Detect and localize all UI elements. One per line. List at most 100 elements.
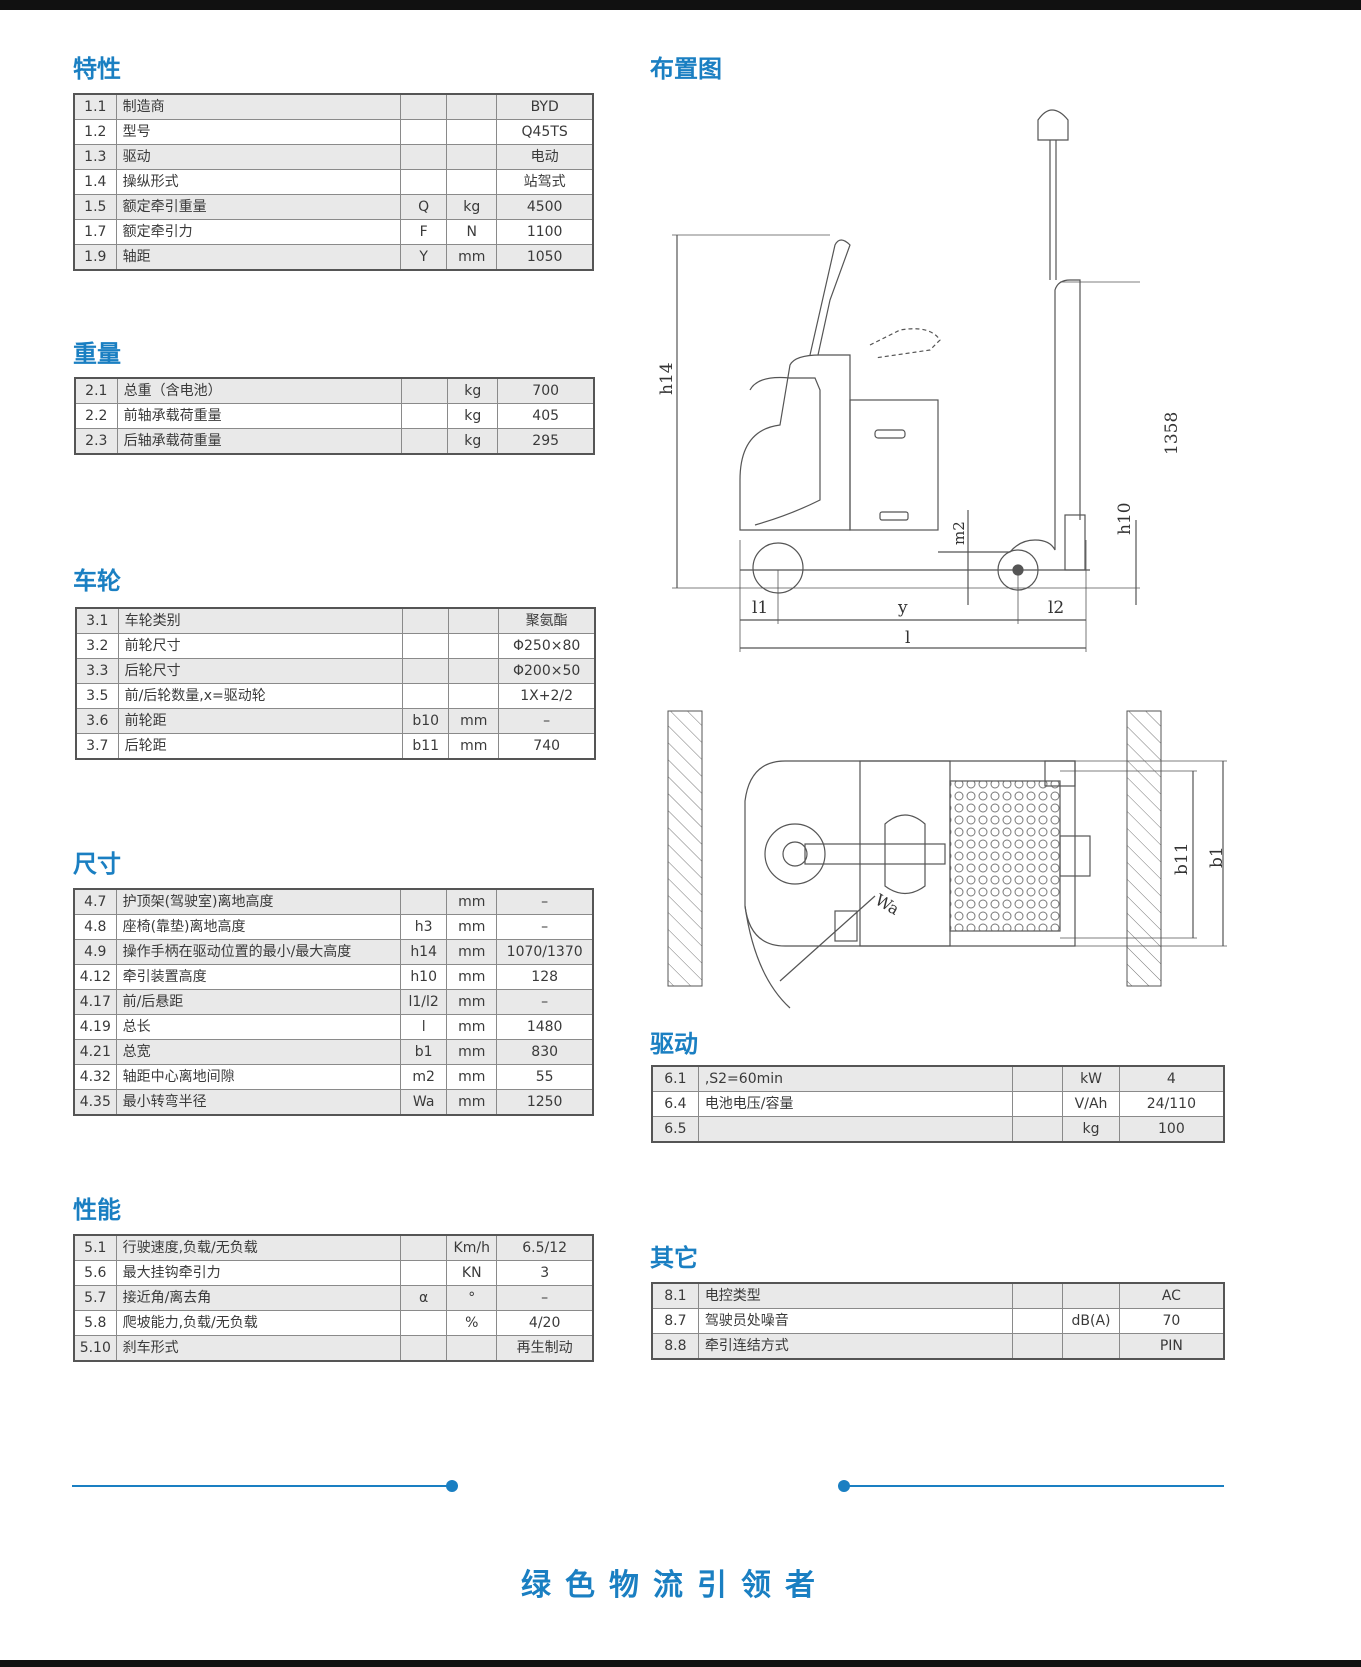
- cell-unit: mm: [446, 939, 498, 965]
- cell-val: 55: [496, 1064, 594, 1090]
- section-title-other: 其它: [650, 1244, 698, 1272]
- cell-val: Φ200×50: [498, 658, 596, 684]
- cell-unit: [446, 119, 498, 145]
- cell-val: 3: [496, 1260, 594, 1286]
- cell-sym: [402, 607, 450, 634]
- section-title-drive: 驱动: [650, 1030, 698, 1058]
- cell-unit: [446, 93, 498, 120]
- cell-val: 70: [1118, 1308, 1225, 1334]
- cell-unit: dB(A): [1062, 1308, 1120, 1334]
- cell-sym: b10: [402, 708, 450, 734]
- cell-val: Q45TS: [496, 119, 594, 145]
- cell-sym: h3: [400, 914, 448, 940]
- cell-sym: [1011, 1091, 1064, 1117]
- cell-val: BYD: [496, 93, 594, 120]
- footer-slogan: 绿色物流引领者: [521, 1568, 829, 1603]
- cell-val: 1480: [496, 1014, 594, 1040]
- label-m2: m2: [950, 521, 968, 545]
- cell-name: 轴距中心离地间隙: [115, 1064, 402, 1090]
- cell-unit: [446, 144, 498, 170]
- cell-val: 1X+2/2: [498, 683, 596, 709]
- cell-no: 4.21: [73, 1039, 117, 1065]
- cell-sym: m2: [400, 1064, 448, 1090]
- cell-name: 前轮尺寸: [117, 633, 404, 659]
- cell-name: 轴距: [115, 244, 402, 271]
- cell-name: 行驶速度,负载/无负载: [115, 1234, 402, 1261]
- cell-sym: [402, 683, 450, 709]
- cell-sym: F: [400, 219, 448, 245]
- cell-val: 295: [497, 428, 595, 455]
- cell-unit: Km/h: [446, 1234, 498, 1261]
- cell-unit: °: [446, 1285, 498, 1311]
- cell-val: 700: [497, 377, 595, 404]
- cell-unit: [1062, 1333, 1120, 1360]
- cell-unit: mm: [446, 914, 498, 940]
- cell-sym: [402, 633, 450, 659]
- footer-line-left: [72, 1485, 450, 1487]
- section-title-wheels: 车轮: [73, 567, 121, 595]
- cell-val: 128: [496, 964, 594, 990]
- cell-val: 830: [496, 1039, 594, 1065]
- cell-sym: [401, 377, 449, 404]
- cell-val: 电动: [496, 144, 594, 170]
- cell-no: 6.4: [651, 1091, 699, 1117]
- cell-sym: b1: [400, 1039, 448, 1065]
- cell-sym: [1011, 1116, 1064, 1143]
- cell-no: 8.8: [651, 1333, 699, 1360]
- cell-name: 护顶架(驾驶室)离地高度: [115, 888, 402, 915]
- cell-name: 爬坡能力,负载/无负载: [115, 1310, 402, 1336]
- cell-sym: [400, 119, 448, 145]
- cell-val: 6.5/12: [496, 1234, 594, 1261]
- cell-sym: [400, 1260, 448, 1286]
- cell-unit: kg: [446, 194, 498, 220]
- top-border: [0, 0, 1361, 10]
- cell-val: 聚氨酯: [498, 607, 596, 634]
- cell-val: 4/20: [496, 1310, 594, 1336]
- cell-no: 4.32: [73, 1064, 117, 1090]
- cell-name: 操纵形式: [115, 169, 402, 195]
- cell-unit: [446, 169, 498, 195]
- cell-unit: mm: [446, 1064, 498, 1090]
- cell-val: 405: [497, 403, 595, 429]
- cell-no: 5.8: [73, 1310, 117, 1336]
- cell-name: 型号: [115, 119, 402, 145]
- cell-val: 24/110: [1118, 1091, 1225, 1117]
- cell-name: 最大挂钩牵引力: [115, 1260, 402, 1286]
- cell-no: 1.7: [73, 219, 117, 245]
- cell-name: 前轮距: [117, 708, 404, 734]
- cell-no: 5.1: [73, 1234, 117, 1261]
- section-title-features: 特性: [73, 55, 121, 83]
- cell-name: [697, 1116, 1014, 1143]
- cell-val: 100: [1118, 1116, 1225, 1143]
- cell-unit: kg: [447, 403, 499, 429]
- cell-unit: [448, 633, 500, 659]
- section-title-performance: 性能: [73, 1196, 121, 1224]
- cell-no: 3.3: [75, 658, 119, 684]
- label-b1: b1: [1207, 846, 1227, 868]
- cell-no: 4.17: [73, 989, 117, 1015]
- cell-sym: [400, 888, 448, 915]
- section-title-dimensions: 尺寸: [73, 850, 121, 878]
- label-l2: l2: [1048, 598, 1065, 618]
- cell-name: 前/后轮数量,x=驱动轮: [117, 683, 404, 709]
- footer-line-right: [846, 1485, 1224, 1487]
- cell-no: 1.3: [73, 144, 117, 170]
